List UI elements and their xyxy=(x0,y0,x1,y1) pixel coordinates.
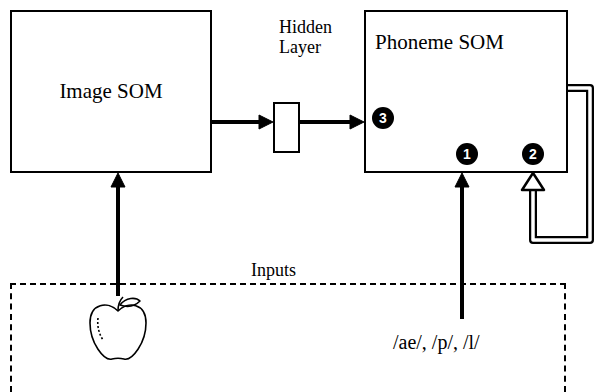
connector-arrow xyxy=(212,115,273,129)
som-box: Image SOM xyxy=(10,10,212,173)
arrowhead xyxy=(111,173,125,187)
node-title: Image SOM xyxy=(59,79,162,103)
arrowhead xyxy=(522,173,544,190)
callout-number: 3 xyxy=(372,107,394,129)
callout-number: 1 xyxy=(456,143,478,165)
arrow-line xyxy=(116,187,120,296)
arrowhead xyxy=(455,173,469,187)
connector-arrow xyxy=(300,115,364,129)
connector-arrow xyxy=(522,88,590,240)
node-title: Phoneme SOM xyxy=(375,30,504,54)
loop-inner-line xyxy=(533,88,590,240)
arrow-line xyxy=(460,187,464,319)
arrowhead xyxy=(350,115,364,129)
hidden-layer-box: Hidden Layer xyxy=(273,102,300,153)
node-title: Hidden Layer xyxy=(279,17,332,58)
apple-drawing xyxy=(90,297,146,359)
loop-outer-line xyxy=(533,88,590,240)
callout-number: 2 xyxy=(522,143,544,165)
inputs-region: Inputs xyxy=(10,283,566,392)
arrowhead xyxy=(259,115,273,129)
connector-arrow xyxy=(455,173,469,319)
phoneme-input-text: /ae/, /p/, /l/ xyxy=(393,331,480,354)
node-title: Inputs xyxy=(248,260,299,281)
connector-arrow xyxy=(111,173,125,296)
arrow-line xyxy=(212,120,259,124)
arrow-line xyxy=(300,120,350,124)
